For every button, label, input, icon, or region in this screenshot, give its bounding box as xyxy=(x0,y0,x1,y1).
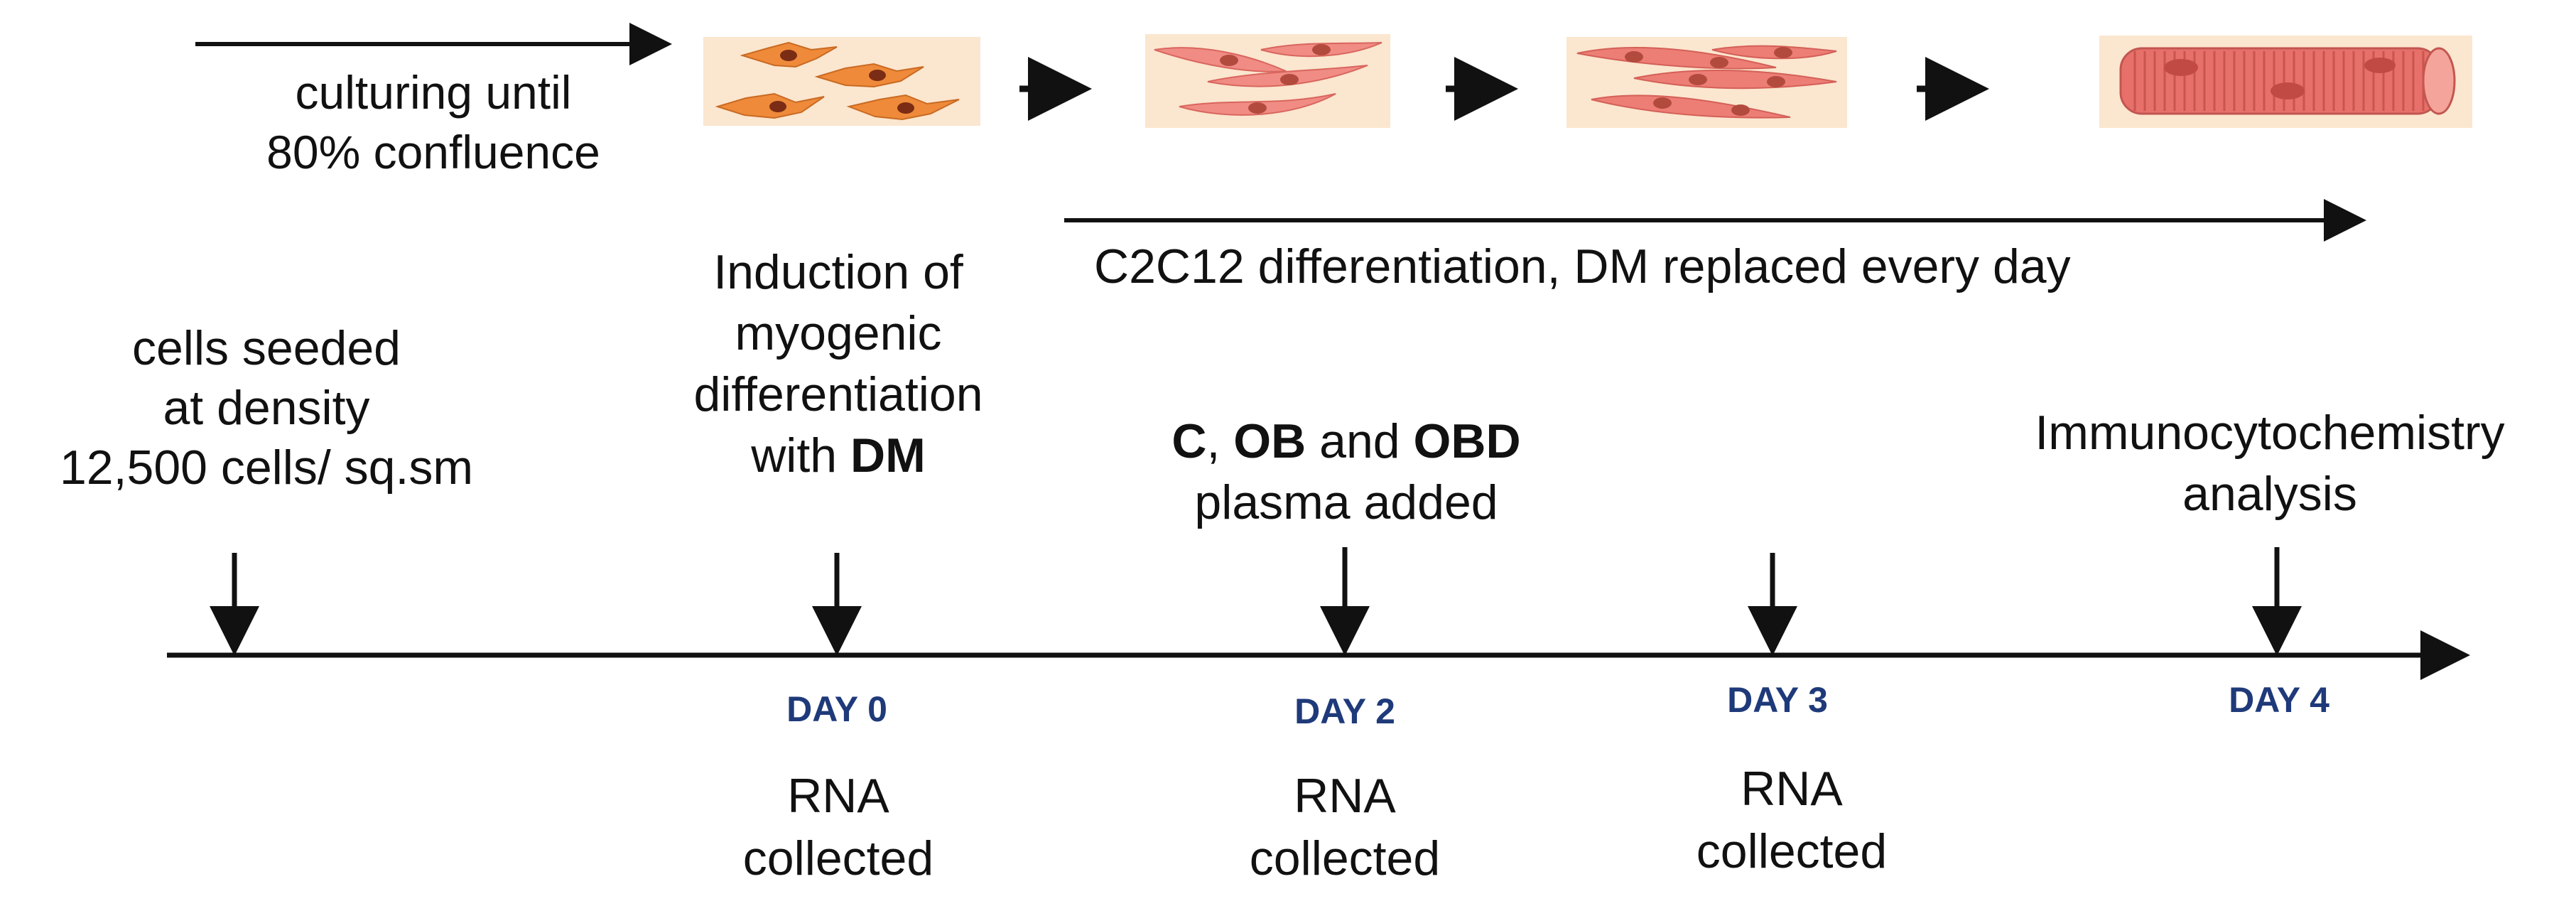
myotube-icon xyxy=(2099,36,2472,128)
induction-label: Induction of myogenic differentiation wi… xyxy=(693,245,983,482)
rna-day2-label: RNA collected xyxy=(1249,769,1441,885)
differentiation-label: C2C12 differentiation, DM replaced every… xyxy=(1094,239,2071,293)
culturing-label: culturing until 80% confluence xyxy=(266,66,600,178)
myoblast-alignment-icon xyxy=(1145,34,1390,128)
day-4-label: DAY 4 xyxy=(2229,680,2329,720)
icc-label: Immunocytochemistry analysis xyxy=(2035,406,2505,521)
day-0-label: DAY 0 xyxy=(786,689,887,729)
rna-day0-label: RNA collected xyxy=(742,769,934,885)
seeded-label: cells seeded at density 12,500 cells/ sq… xyxy=(59,321,474,495)
fibroblast-cells-icon xyxy=(703,37,980,126)
plasma-label: C, OB and OBD plasma added xyxy=(1171,414,1521,529)
day-2-label: DAY 2 xyxy=(1294,691,1395,731)
rna-day3-label: RNA collected xyxy=(1696,762,1888,878)
myoblast-fusion-icon xyxy=(1566,37,1847,128)
day-3-label: DAY 3 xyxy=(1727,680,1828,720)
